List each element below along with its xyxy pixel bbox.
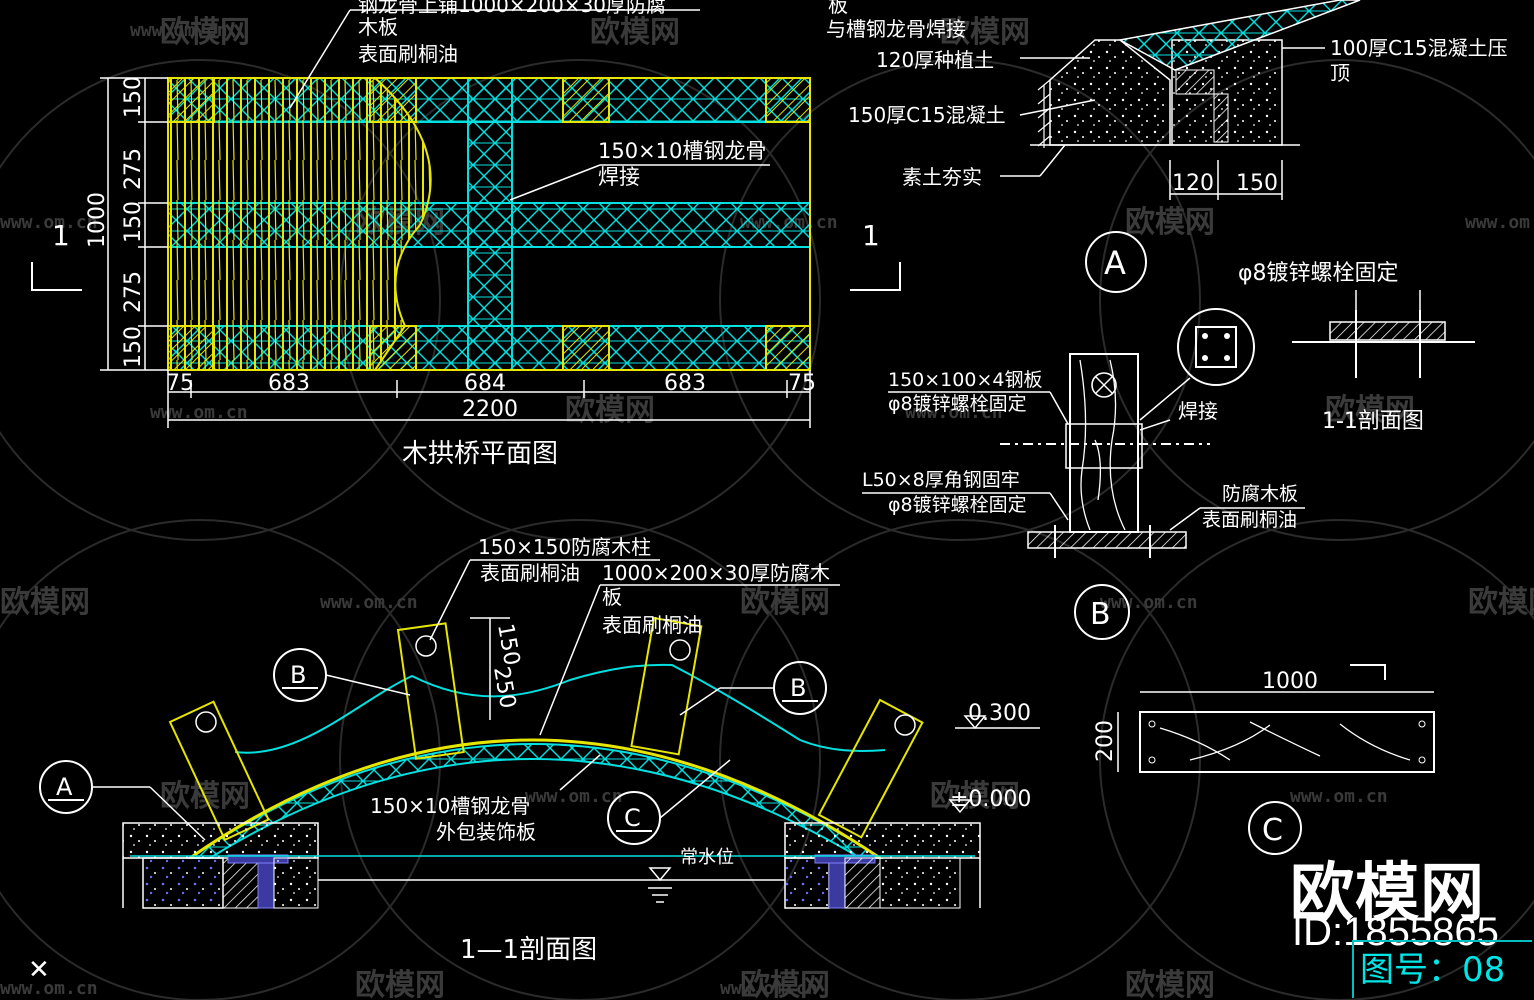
watermark-logo: 欧模网 <box>740 968 830 1000</box>
detail-a-note-board: 板 <box>828 0 848 17</box>
watermark-logo: 欧模网 <box>1125 968 1215 1000</box>
plan-dim-total-bottom: 2200 <box>462 397 518 422</box>
watermark-logo: 欧模网 <box>590 15 680 50</box>
plan-section-mark-left: 1 <box>52 219 70 252</box>
section-dim-250: 250 <box>488 665 520 711</box>
sheet-number: 图号：08 <box>1352 940 1532 998</box>
watermark-url: www.om.cn <box>1100 592 1198 613</box>
detail-a-note-top: 100厚C15混凝土压 <box>1330 36 1508 60</box>
detail-a-note-base: 素土夯实 <box>902 165 982 189</box>
detail-b-wood-note: 防腐木板 <box>1222 483 1298 505</box>
plan-dim-bottom: 75 <box>788 371 816 396</box>
plan-dim-left: 150 <box>121 326 146 368</box>
detail-b-weld-note: 焊接 <box>1178 399 1218 423</box>
plan-dim-bottom: 75 <box>166 371 194 396</box>
detail-b-bolt-note: φ8镀锌螺栓固定 <box>1238 261 1399 286</box>
plan-note-boards-3: 表面刷桐油 <box>358 42 458 66</box>
section-board-note-3: 表面刷桐油 <box>602 613 702 637</box>
detail-c-label: C <box>1262 813 1283 848</box>
section-view: 常水位 0.300 ±0.000 A B B C <box>39 535 1040 965</box>
plan-note-channel-2: 焊接 <box>598 165 640 189</box>
detail-a-note-weld: 与槽钢龙骨焊接 <box>826 17 966 41</box>
section-footing-right <box>784 822 981 909</box>
section-elev-top: 0.300 <box>968 701 1031 726</box>
detail-a-dim: 150 <box>1236 171 1278 196</box>
detail-c-dim-h: 200 <box>1093 720 1118 762</box>
detail-a-note-concrete: 150厚C15混凝土 <box>848 103 1006 127</box>
plan-note-channel: 150×10槽钢龙骨 <box>598 139 766 163</box>
watermark-logo: 欧模网 <box>740 585 830 620</box>
watermark-url: www.om.cn <box>1465 212 1534 233</box>
detail-a: 板 与槽钢龙骨焊接 120厚种植土 150厚C15混凝土 素土夯实 100厚C1… <box>826 0 1508 293</box>
section-board-note-2: 板 <box>602 585 622 609</box>
section-callout-b-left: B <box>290 661 306 689</box>
section-keel-note-2: 外包装饰板 <box>436 820 536 844</box>
watermark-url: www.om.cn <box>720 978 818 999</box>
brand-id: ID:1855865 <box>1292 910 1499 954</box>
close-icon[interactable]: ✕ <box>28 955 50 985</box>
section-callout-b-right: B <box>790 674 806 702</box>
watermark-url: www.om.cn <box>320 592 418 613</box>
plan-dim-left: 275 <box>121 271 146 313</box>
plan-dim-left: 275 <box>121 148 146 190</box>
detail-b: φ8镀锌螺栓固定 1-1剖面图 150×100×4 <box>862 261 1475 640</box>
plan-note-boards: 钢龙骨上铺1000×200×30厚防腐 <box>358 0 666 17</box>
detail-b-angle-note-2: φ8镀锌螺栓固定 <box>888 494 1027 516</box>
watermark-logo: 欧模网 <box>565 393 655 428</box>
detail-a-note-top-2: 顶 <box>1330 61 1350 85</box>
watermark-url: www.om.cn <box>150 402 248 423</box>
section-post-note-2: 表面刷桐油 <box>480 561 580 585</box>
detail-b-section-title: 1-1剖面图 <box>1322 409 1424 434</box>
detail-c-dim-w: 1000 <box>1262 669 1318 694</box>
watermark-url: www.om.cn <box>130 20 228 41</box>
detail-b-label: B <box>1090 597 1111 632</box>
section-callout-a: A <box>56 773 73 801</box>
watermark-logo: 欧模网 <box>1325 393 1415 428</box>
detail-b-angle-note: L50×8厚角钢固牢 <box>862 469 1020 491</box>
watermark-url: www.om.cn <box>0 212 98 233</box>
plan-dim-bottom: 683 <box>268 371 310 396</box>
detail-b-wood-note-2: 表面刷桐油 <box>1202 509 1297 531</box>
detail-b-plate-note-2: φ8镀锌螺栓固定 <box>888 393 1027 415</box>
section-title: 1—1剖面图 <box>460 935 597 965</box>
watermark-logo: 欧模网 <box>1468 585 1534 620</box>
detail-a-dim: 120 <box>1172 171 1214 196</box>
section-dim-150: 150 <box>492 622 524 668</box>
watermark-logo: 欧模网 <box>0 585 90 620</box>
plan-post-blocks <box>167 77 811 371</box>
plan-title: 木拱桥平面图 <box>402 439 558 469</box>
watermark-url: www.om.cn <box>905 402 1003 423</box>
section-elev-zero: ±0.000 <box>950 787 1031 812</box>
watermark-logo: 欧模网 <box>940 15 1030 50</box>
section-post-note: 150×150防腐木柱 <box>478 535 651 559</box>
section-water-level: 常水位 <box>680 847 734 868</box>
section-board-note: 1000×200×30厚防腐木 <box>602 561 830 585</box>
section-callout-c: C <box>624 804 641 832</box>
plan-dim-total-left: 1000 <box>85 192 110 248</box>
watermark-logo: 欧模网 <box>930 779 1020 814</box>
plan-view: 钢龙骨上铺1000×200×30厚防腐 木板 表面刷桐油 150×10槽钢龙骨 … <box>31 0 901 469</box>
detail-a-note-soil: 120厚种植土 <box>876 48 994 72</box>
plan-section-mark-right: 1 <box>862 219 880 252</box>
detail-b-plate-note: 150×100×4钢板 <box>888 369 1042 391</box>
watermark-url: www.om.cn <box>1290 786 1388 807</box>
watermark-logo: 欧模网 <box>355 968 445 1000</box>
brand-logo-text: 欧模网 <box>1290 857 1485 931</box>
watermark-url: www.om.cn <box>525 786 623 807</box>
section-keel-note: 150×10槽钢龙骨 <box>370 794 530 818</box>
detail-c: 1000 200 C <box>1093 664 1435 855</box>
plan-dim-left: 150 <box>121 201 146 243</box>
detail-a-label: A <box>1104 244 1126 282</box>
watermark-logo: 欧模网 <box>160 15 250 50</box>
section-footing-left <box>122 822 319 909</box>
plan-note-boards-2: 木板 <box>358 15 398 39</box>
plan-dim-bottom: 684 <box>464 371 506 396</box>
plan-dim-bottom: 683 <box>664 371 706 396</box>
plan-dim-left: 150 <box>121 76 146 118</box>
watermark-url: www.om.cn <box>0 978 98 999</box>
watermark-logo: 欧模网 <box>1125 205 1215 240</box>
